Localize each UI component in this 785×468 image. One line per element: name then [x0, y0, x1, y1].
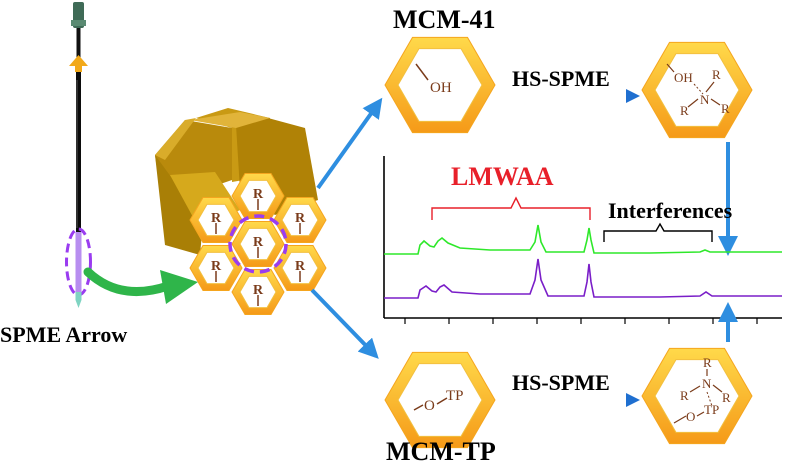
honeycomb-cell-4-pore	[197, 251, 235, 285]
honeycomb-cell-7	[231, 221, 285, 267]
mcmtp-amine-hex	[641, 347, 753, 445]
honeycomb-cell-5-pore	[281, 251, 319, 285]
arrow-to-mcm41	[316, 97, 383, 190]
chromatogram-ticks	[404, 318, 758, 324]
mcmtp-label: MCM-TP	[386, 437, 496, 466]
hs-spme-bottom-label: HS-SPME	[512, 370, 610, 395]
amine-n: N	[700, 92, 710, 107]
amine-n-b: N	[702, 376, 712, 391]
honeycomb-cell-1-pore	[197, 203, 235, 237]
hs-spme-top-arrow	[508, 89, 640, 103]
honeycomb-cell-2	[231, 173, 285, 219]
central-pore-highlight	[228, 214, 288, 274]
tp-label-b: TP	[704, 402, 719, 417]
mcm41-label: MCM-41	[393, 5, 496, 34]
mcmtp-hexagon	[384, 351, 496, 449]
lmwaa-bracket	[431, 196, 591, 220]
amine-r-left: R	[680, 103, 689, 118]
r-group-label: R	[253, 187, 264, 202]
r-group-label: R	[253, 235, 264, 250]
device-tip	[75, 292, 82, 308]
lmwaa-label: LMWAA	[451, 162, 554, 191]
spme-arrow-device	[65, 2, 92, 308]
r-group-label: R	[295, 211, 306, 226]
mcmtp-hex	[384, 351, 496, 449]
mcm41-amine-hex	[641, 41, 753, 139]
r-group-label: R	[211, 259, 222, 274]
r-group-label: R	[295, 259, 306, 274]
hs-spme-top-label: HS-SPME	[512, 66, 610, 91]
mcm41-amine-complex: OH R N R R	[666, 63, 730, 118]
honeycomb-cell-1	[189, 197, 243, 243]
honeycomb-cell-3-pore	[281, 203, 319, 237]
amine-r-right: R	[721, 101, 730, 116]
honeycomb-cell-4	[189, 245, 243, 291]
mcm41-amine-hexagon	[641, 41, 753, 139]
interferences-bracket	[603, 222, 713, 242]
chromatogram: LMWAA Interferences	[383, 156, 782, 324]
device-cap-ring	[71, 20, 86, 26]
honeycomb-cell-3	[273, 197, 327, 243]
mcmtp-amine-hex-pore	[654, 359, 740, 433]
amine-r-left-b: R	[680, 388, 689, 403]
interferences-label: Interferences	[608, 198, 733, 223]
oh-group-label-2: OH	[674, 70, 693, 85]
r-group-label: R	[253, 283, 264, 298]
device-sorbent-highlight	[65, 227, 92, 297]
honeycomb-cell-6	[231, 269, 285, 315]
mcm-honeycomb-block: R R R R R R R	[155, 108, 327, 315]
r-group-label: R	[211, 211, 222, 226]
tp-label: TP	[446, 388, 464, 404]
o-label-b: O	[686, 409, 695, 424]
mcm41-amine-hex-pore	[654, 53, 740, 127]
oh-group-label: OH	[430, 80, 452, 96]
mcm41-silanol: OH	[415, 63, 452, 96]
honeycomb-cell-6-pore	[239, 275, 277, 309]
honeycomb-cell-2-pore	[239, 179, 277, 213]
spme-arrow-label: SPME Arrow	[0, 322, 127, 347]
honeycomb-cell-5	[273, 245, 327, 291]
mcmtp-amine-hexagon	[641, 347, 753, 445]
mcmtp-amine-complex: R N R R O TP	[673, 355, 731, 424]
amine-r-top-b: R	[703, 355, 712, 370]
o-label: O	[424, 398, 435, 414]
amine-r-right-b: R	[722, 390, 731, 405]
arrow-to-mcmtp	[310, 288, 379, 359]
amine-r-top: R	[712, 67, 721, 82]
hs-spme-bottom-arrow	[508, 393, 640, 407]
device-up-arrow	[69, 55, 88, 72]
mcmtp-hex-pore	[397, 363, 483, 437]
trace-green	[384, 224, 782, 255]
green-curved-arrow	[83, 267, 198, 304]
device-sorbent-phase	[75, 232, 82, 292]
mcmtp-ligand: O TP	[413, 388, 464, 414]
honeycomb-cell-7-pore	[239, 227, 277, 261]
trace-purple	[384, 258, 782, 299]
